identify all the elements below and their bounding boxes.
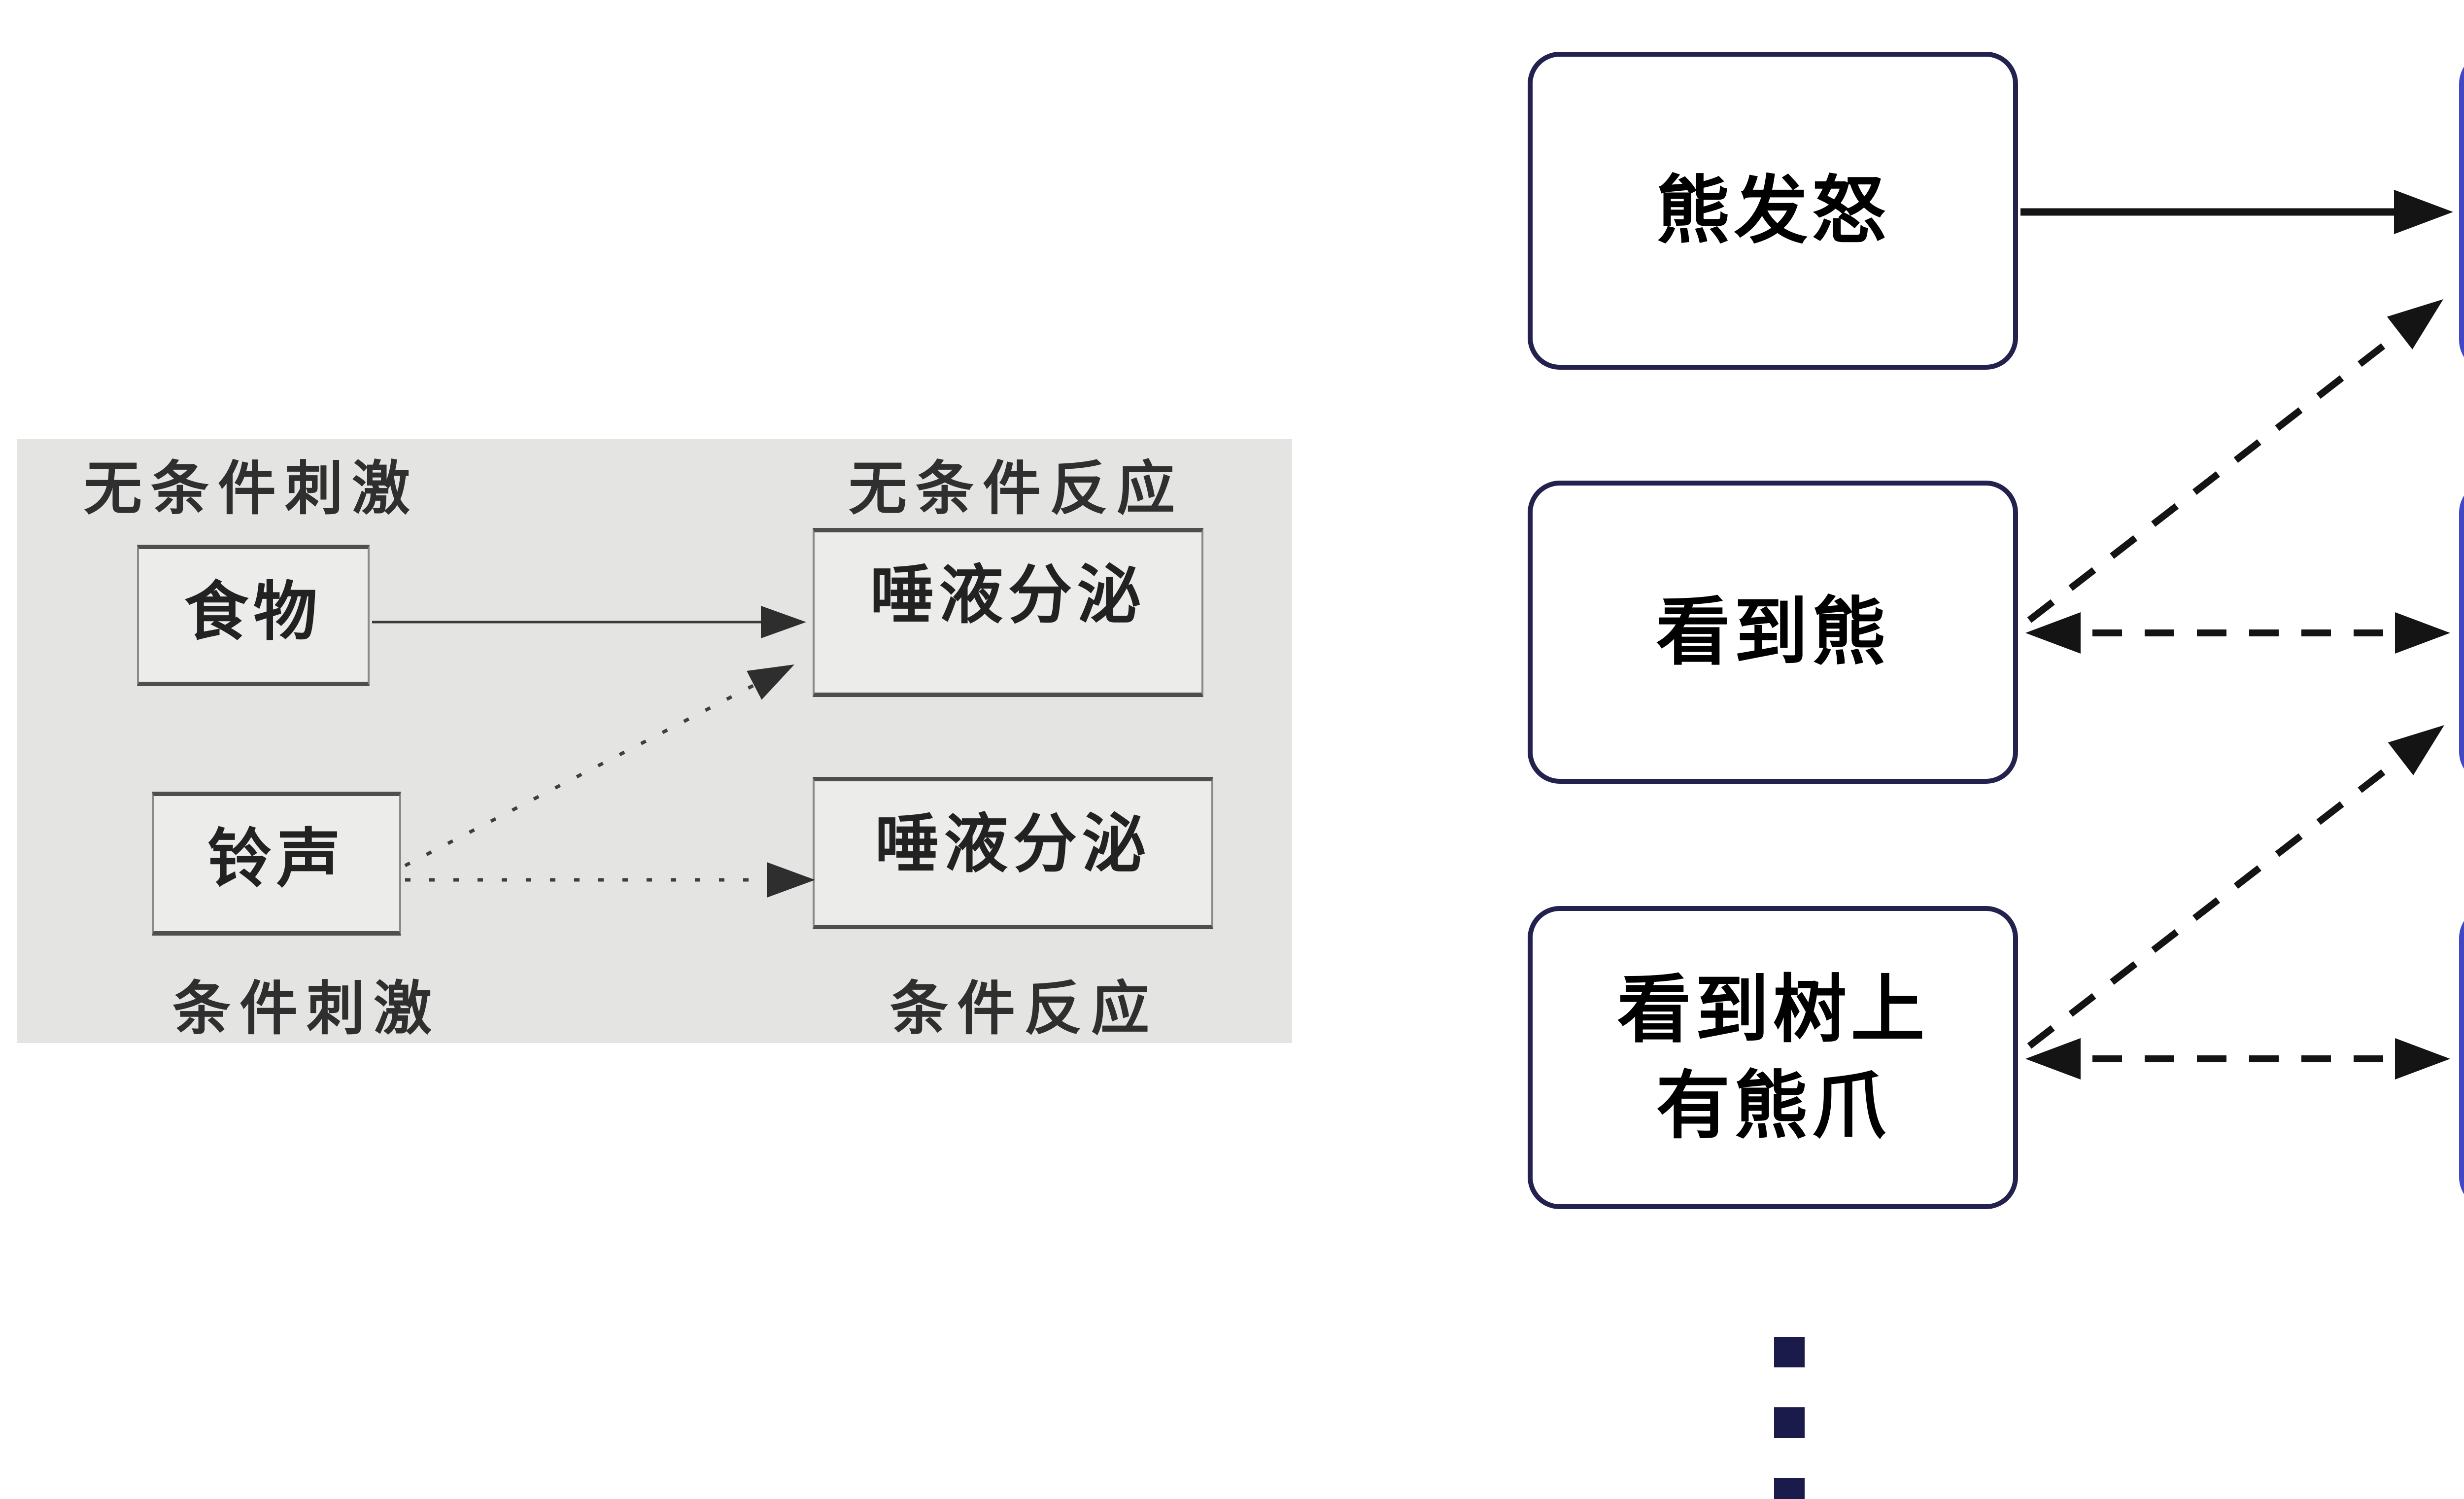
arrow-seeclaw-vs [2025,1038,2450,1080]
label-unconditioned-stimulus: 无条件刺激 [84,456,419,522]
node-see-bear-label: 看到熊 [1656,591,1890,673]
label-unconditioned-response: 无条件反应 [849,456,1184,522]
arrowhead-icon [2025,1038,2081,1080]
node-value-next-state: V(s′) [2459,481,2464,784]
node-value-state: V(s) [2459,906,2464,1209]
node-bear-angry: 熊发怒 [1528,52,2018,370]
arrow-seebear-to-reward [2027,299,2443,623]
arrow-bell-to-salivation-diagonal [404,664,794,868]
arrowhead-icon [2388,725,2444,775]
pavlov-panel: 无条件刺激 无条件反应 条件刺激 条件反应 食物 唾液分泌 铃声 唾液分泌 [17,439,1292,1043]
box-bell: 铃声 [152,792,401,936]
node-see-claw-label: 看到树上 有熊爪 [1617,968,1929,1147]
arrowhead-icon [2395,612,2450,654]
arrow-bear-to-reward [2020,190,2453,234]
arrowhead-icon [2395,1038,2450,1080]
arrowhead-icon [747,664,794,700]
arrow-seeclaw-to-vsprime [2027,725,2444,1049]
box-salivation-conditioned: 唾液分泌 [813,777,1213,929]
node-reward: 奖励 [2459,52,2464,372]
arrowhead-icon [767,862,815,898]
arrow-bell-to-salivation-horizontal [405,862,815,898]
box-salivation-unconditioned: 唾液分泌 [813,528,1203,697]
arrowhead-icon [2387,299,2443,349]
arrowhead-icon [761,606,806,638]
box-food: 食物 [137,545,370,686]
dot-icon [1774,1337,1805,1367]
dot-icon [1774,1407,1805,1438]
arrow-seebear-vsprime [2025,612,2450,654]
label-conditioned-response: 条件反应 [890,976,1159,1042]
arrowhead-icon [2394,190,2453,234]
node-bear-angry-label: 熊发怒 [1656,169,1890,252]
node-see-claw: 看到树上 有熊爪 [1528,906,2018,1209]
arrowhead-icon [2025,612,2081,654]
node-see-bear: 看到熊 [1528,481,2018,784]
dot-icon [1774,1478,1805,1499]
ellipsis-dots-left [1774,1337,1805,1499]
arrow-food-to-salivation [372,606,806,638]
label-conditioned-stimulus: 条件刺激 [172,976,441,1042]
